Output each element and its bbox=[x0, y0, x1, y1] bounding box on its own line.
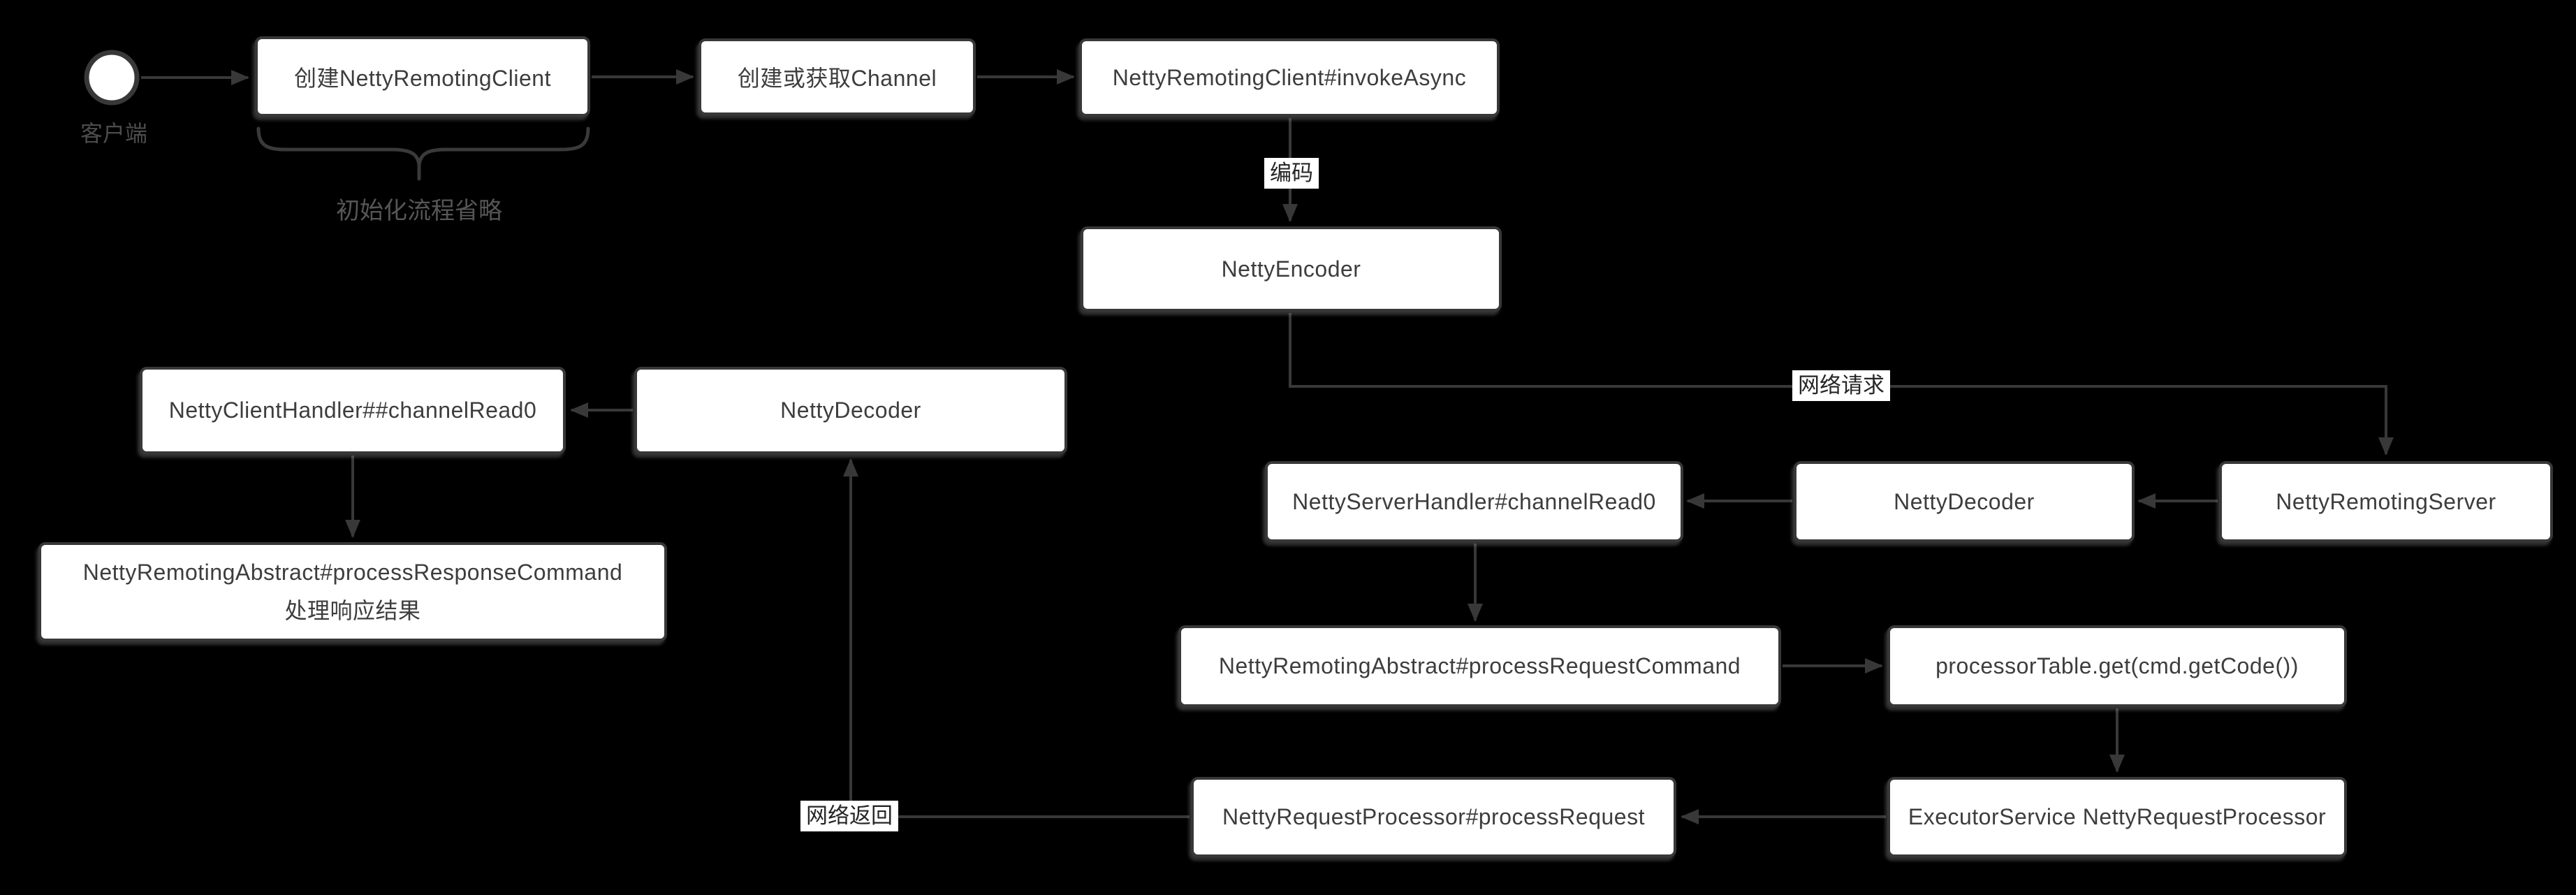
start-circle-label: 客户端 bbox=[80, 121, 147, 146]
node-process-request: NettyRequestProcessor#processRequest bbox=[1191, 777, 1676, 857]
init-brace bbox=[256, 126, 590, 166]
node-label-line2: 处理响应结果 bbox=[284, 598, 421, 623]
node-remoting-server: NettyRemotingServer bbox=[2219, 461, 2553, 542]
node-client-handler: NettyClientHandler##channelRead0 bbox=[140, 367, 566, 454]
node-label: NettyDecoder bbox=[780, 398, 921, 423]
node-label: ExecutorService NettyRequestProcessor bbox=[1908, 804, 2327, 829]
start-circle bbox=[84, 50, 140, 105]
node-label: NettyEncoder bbox=[1221, 256, 1361, 282]
edge-label-network-return: 网络返回 bbox=[800, 801, 898, 831]
node-client-decoder: NettyDecoder bbox=[634, 367, 1067, 454]
node-process-request-command: NettyRemotingAbstract#processRequestComm… bbox=[1178, 625, 1781, 707]
node-create-client: 创建NettyRemotingClient bbox=[255, 36, 590, 117]
node-label: NettyRemotingAbstract#processResponseCom… bbox=[73, 557, 633, 627]
node-label: NettyClientHandler##channelRead0 bbox=[168, 398, 537, 423]
node-label: 创建或获取Channel bbox=[737, 66, 937, 91]
node-label: NettyRemotingClient#invokeAsync bbox=[1112, 64, 1467, 90]
init-brace-label: 初始化流程省略 bbox=[336, 198, 502, 224]
arrow-process-request-to-client-decoder bbox=[843, 458, 1190, 818]
edge-label-encode: 编码 bbox=[1264, 158, 1319, 189]
node-label: NettyDecoder bbox=[1894, 488, 2035, 514]
node-server-handler: NettyServerHandler#channelRead0 bbox=[1265, 461, 1683, 542]
edge-label-network-request: 网络请求 bbox=[1792, 370, 1890, 401]
node-netty-encoder: NettyEncoder bbox=[1081, 226, 1502, 312]
node-label: NettyRemotingServer bbox=[2276, 488, 2496, 514]
node-label-line1: NettyRemotingAbstract#processResponseCom… bbox=[82, 560, 623, 585]
node-label: 创建NettyRemotingClient bbox=[294, 65, 551, 91]
node-processor-table: processorTable.get(cmd.getCode()) bbox=[1887, 625, 2347, 707]
node-server-decoder: NettyDecoder bbox=[1794, 461, 2135, 542]
node-label: NettyServerHandler#channelRead0 bbox=[1292, 488, 1656, 514]
node-executor-service: ExecutorService NettyRequestProcessor bbox=[1887, 777, 2347, 857]
node-label: processorTable.get(cmd.getCode()) bbox=[1935, 653, 2299, 678]
node-process-response-command: NettyRemotingAbstract#processResponseCom… bbox=[38, 542, 667, 641]
node-label: NettyRequestProcessor#processRequest bbox=[1222, 804, 1645, 829]
node-invoke-async: NettyRemotingClient#invokeAsync bbox=[1079, 38, 1500, 117]
node-label: NettyRemotingAbstract#processRequestComm… bbox=[1218, 653, 1741, 678]
node-get-channel: 创建或获取Channel bbox=[698, 38, 976, 115]
